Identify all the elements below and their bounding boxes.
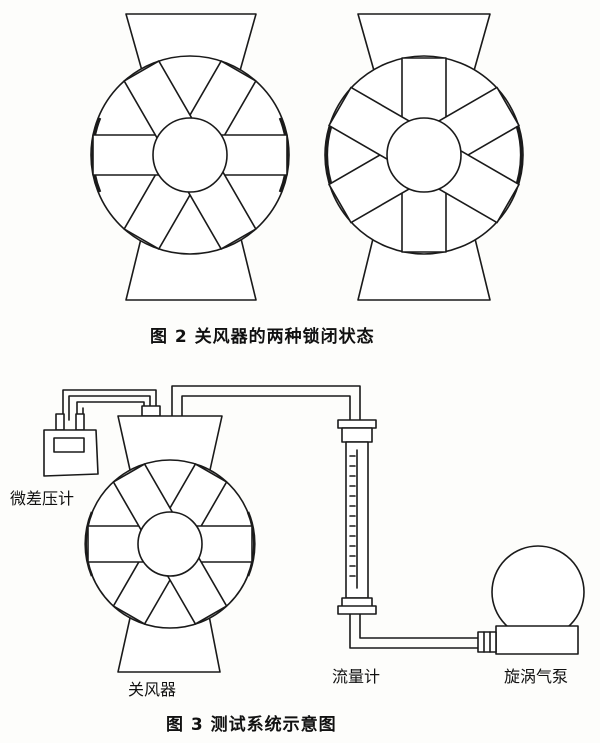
pump-label: 旋涡气泵: [504, 667, 569, 686]
manometer-display: [53, 437, 85, 453]
rotary-valve-left: [90, 13, 290, 301]
figure-2-caption: 图 2 关风器的两种锁闭状态: [150, 327, 375, 347]
air-line-lower: [349, 611, 481, 649]
differential-manometer: [43, 413, 99, 477]
manometer-body: [43, 429, 99, 477]
pump-base: [495, 625, 579, 655]
valve-label: 关风器: [128, 680, 177, 699]
flowmeter: [337, 419, 377, 615]
vane: [401, 57, 447, 129]
vane: [401, 181, 447, 253]
flowmeter-label: 流量计: [332, 667, 381, 686]
manometer-label: 微差压计: [10, 489, 75, 508]
valve-right-hub: [386, 117, 462, 193]
pump-housing: [491, 545, 585, 639]
pump-inlet-port: [477, 631, 497, 653]
vortex-air-pump: [477, 545, 585, 655]
test-valve-hub: [137, 511, 203, 577]
test-rotary-valve: [84, 405, 256, 673]
air-line-upper: [171, 385, 361, 423]
rotary-valve-right: [324, 13, 524, 301]
figure-3-caption: 图 3 测试系统示意图: [166, 715, 337, 735]
valve-left-hub: [152, 117, 228, 193]
flowmeter-scale: [349, 455, 356, 577]
